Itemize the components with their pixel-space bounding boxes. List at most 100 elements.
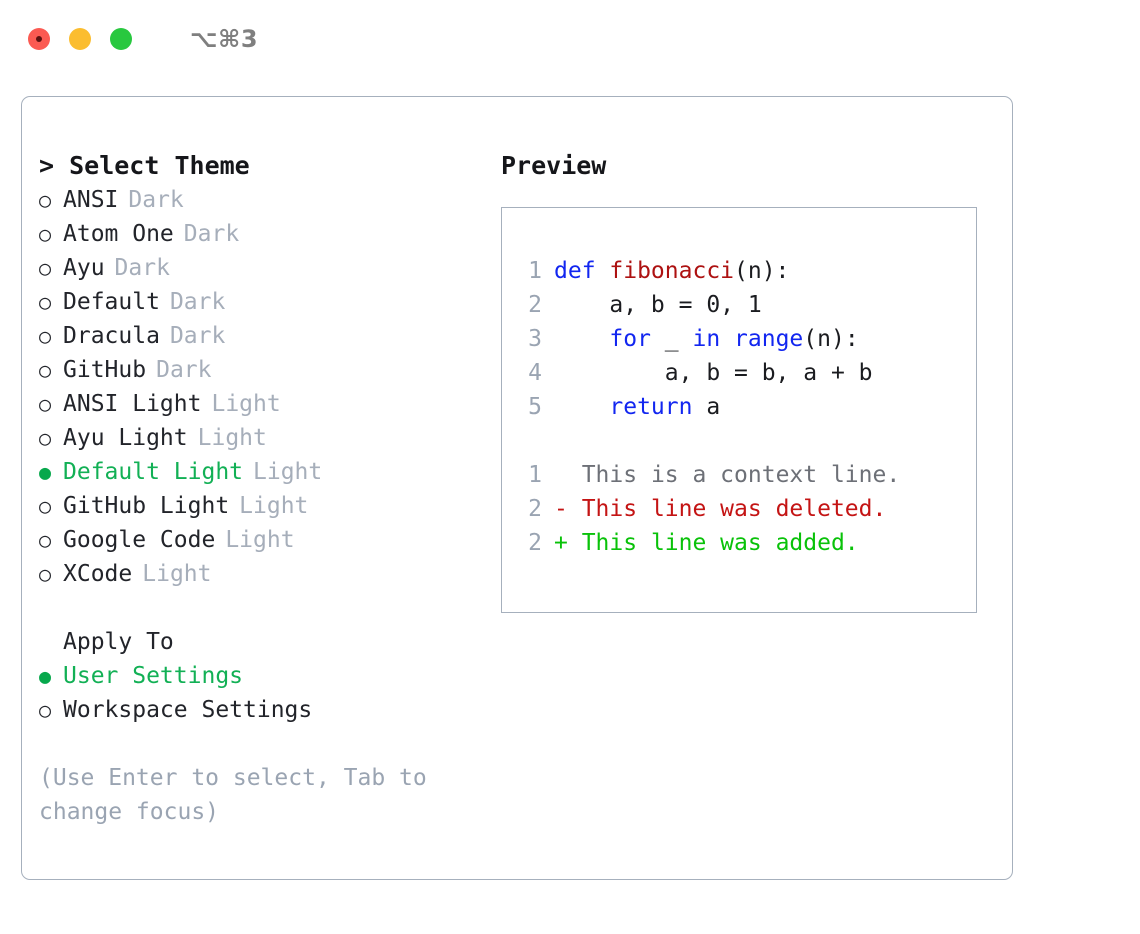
diff-text: This is a context line. (581, 462, 901, 488)
line-number: 1 (528, 258, 542, 284)
close-window-button[interactable] (28, 28, 50, 50)
theme-option-default[interactable]: ○ Default Dark (39, 285, 499, 319)
radio-unselected-icon: ○ (39, 256, 52, 280)
line-number: 4 (528, 360, 542, 386)
theme-option-label: ANSI (63, 187, 119, 213)
apply-to-option-workspace-settings[interactable]: ○ Workspace Settings (39, 693, 499, 727)
theme-option-category: Dark (169, 289, 226, 315)
theme-option-dracula[interactable]: ○ Dracula Dark (39, 319, 499, 353)
theme-option-label: XCode (63, 561, 133, 587)
code-token: a, b = 0, 1 (554, 292, 762, 318)
window-titlebar: ⌥⌘3 (0, 0, 1140, 78)
keyboard-shortcut-label: ⌥⌘3 (190, 25, 259, 53)
line-number: 2 (528, 292, 542, 318)
code-token: return (609, 394, 693, 420)
theme-option-label: Ayu Light (63, 425, 188, 451)
theme-option-category: Light (253, 459, 323, 485)
radio-unselected-icon: ○ (39, 290, 52, 314)
diff-line-del: 2- This line was deleted. (516, 492, 968, 526)
radio-unselected-icon: ○ (39, 324, 52, 348)
code-token: a (692, 394, 721, 420)
theme-option-category: Dark (128, 187, 184, 213)
apply-to-option-list: ● User Settings ○ Workspace Settings (39, 659, 499, 727)
diff-marker: - (554, 496, 582, 522)
theme-option-category: Light (239, 493, 309, 519)
line-number: 1 (528, 462, 542, 488)
minimize-window-button[interactable] (69, 28, 91, 50)
radio-unselected-icon: ○ (39, 392, 52, 416)
theme-option-category: Light (197, 425, 267, 451)
diff-line-add: 2+ This line was added. (516, 526, 968, 560)
theme-option-category: Dark (114, 255, 170, 281)
theme-option-label: Atom One (63, 221, 174, 247)
radio-unselected-icon: ○ (39, 494, 52, 518)
section-spacer (39, 591, 499, 625)
maximize-window-button[interactable] (110, 28, 132, 50)
code-token (554, 390, 609, 424)
preview-column: Preview 1 def fibonacci (n): 2 a, b = 0, 1 3… (501, 149, 1001, 613)
radio-unselected-icon: ○ (39, 358, 52, 382)
theme-option-label: Google Code (63, 527, 216, 553)
radio-unselected-icon: ○ (39, 698, 52, 722)
theme-option-category: Dark (183, 221, 240, 247)
diff-marker (554, 458, 582, 492)
code-line: 4 a, b = b, a + b (516, 356, 968, 390)
theme-option-category: Dark (169, 323, 226, 349)
diff-text: This line was deleted. (581, 496, 887, 522)
theme-option-xcode[interactable]: ○ XCode Light (39, 557, 499, 591)
apply-to-option-label: Workspace Settings (63, 697, 313, 723)
theme-option-category: Light (225, 527, 295, 553)
code-token (554, 322, 609, 356)
theme-option-atom-one[interactable]: ○ Atom One Dark (39, 217, 499, 251)
code-line: 5 return a (516, 390, 968, 424)
code-token: in (692, 326, 721, 352)
apply-to-option-label: User Settings (63, 663, 244, 689)
radio-unselected-icon: ○ (39, 188, 52, 212)
keyboard-hint-text: (Use Enter to select, Tab to change focu… (39, 765, 441, 825)
theme-option-label: Default (63, 289, 160, 315)
theme-option-label: Dracula (63, 323, 160, 349)
code-token: a, b = b, a + b (554, 360, 873, 386)
line-number: 2 (528, 530, 542, 556)
code-token: range (734, 326, 804, 352)
code-diff-spacer (516, 424, 968, 458)
preview-heading: Preview (501, 151, 607, 180)
theme-option-category: Light (142, 561, 212, 587)
theme-option-label: ANSI Light (63, 391, 202, 417)
theme-option-default-light[interactable]: ● Default Light Light (39, 455, 499, 489)
apply-to-option-user-settings[interactable]: ● User Settings (39, 659, 499, 693)
code-token: (n): (803, 326, 859, 352)
diff-text: This line was added. (581, 530, 859, 556)
theme-option-label: Default Light (63, 459, 244, 485)
theme-option-category: Light (211, 391, 281, 417)
code-token: def (554, 258, 610, 284)
code-token: fibonacci (609, 258, 735, 284)
radio-unselected-icon: ○ (39, 222, 52, 246)
code-token (720, 322, 734, 356)
code-token: for (609, 326, 651, 352)
line-number: 2 (528, 496, 542, 522)
line-number: 3 (528, 326, 542, 352)
theme-option-ansi-light[interactable]: ○ ANSI Light Light (39, 387, 499, 421)
radio-selected-icon: ● (39, 664, 52, 688)
radio-unselected-icon: ○ (39, 562, 52, 586)
radio-selected-icon: ● (39, 460, 52, 484)
traffic-light-buttons (28, 28, 132, 50)
theme-option-github-light[interactable]: ○ GitHub Light Light (39, 489, 499, 523)
theme-option-label: GitHub (63, 357, 147, 383)
theme-option-ansi[interactable]: ○ ANSI Dark (39, 183, 499, 217)
theme-option-ayu-light[interactable]: ○ Ayu Light Light (39, 421, 499, 455)
theme-option-label: GitHub Light (63, 493, 230, 519)
radio-unselected-icon: ○ (39, 426, 52, 450)
diff-line-ctx: 1 This is a context line. (516, 458, 968, 492)
